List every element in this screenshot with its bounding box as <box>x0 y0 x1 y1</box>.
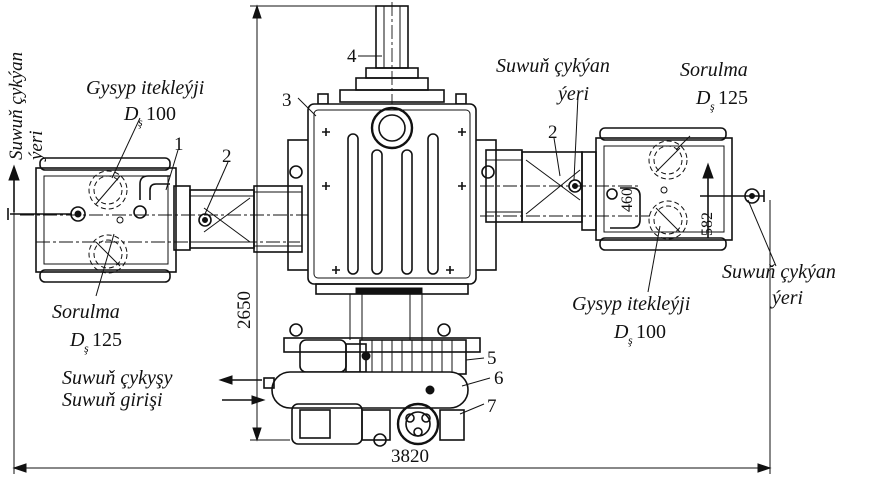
right-coupling <box>480 149 650 231</box>
svg-text:ş: ş <box>84 341 89 355</box>
svg-text:125: 125 <box>92 329 122 351</box>
svg-text:D: D <box>613 321 629 343</box>
callout-7: 7 <box>487 396 497 417</box>
svg-text:100: 100 <box>636 321 666 343</box>
callout-6: 6 <box>494 368 504 389</box>
label-water-outlet-top-line2: ýeri <box>556 83 589 105</box>
label-water-outlet-left-vertical: Suwuň çykýan ýeri <box>6 47 47 162</box>
bottom-unit <box>218 323 481 447</box>
dim-582-text: 582 <box>699 212 716 236</box>
dimension-height: 2650 <box>234 4 405 442</box>
svg-text:125: 125 <box>718 87 748 109</box>
label-water-outlet-right-line2: ýeri <box>770 287 803 309</box>
callout-1: 1 <box>174 134 184 155</box>
callout-numbers: 1 2 2 3 4 5 6 7 <box>174 46 558 417</box>
callout-3: 3 <box>282 90 292 111</box>
label-discharge-right-dia: D ş 100 <box>613 321 666 347</box>
dimension-width: 3820 <box>12 200 772 474</box>
gearbox-bolts <box>322 128 466 274</box>
dim-460-text: 460 <box>619 188 636 212</box>
callout-2-left: 2 <box>222 146 232 167</box>
label-suction-left-name: Sorulma <box>52 301 120 323</box>
motor-fins <box>371 340 453 374</box>
svg-text:D: D <box>123 103 139 125</box>
central-gearbox <box>287 2 497 340</box>
right-pump: 460 582 <box>595 127 765 251</box>
label-water-out: Suwuň çykyşy <box>62 367 173 389</box>
svg-text:D: D <box>69 329 85 351</box>
label-discharge-right-name: Gysyp itekleýji <box>572 293 690 315</box>
label-suction-left-dia: D ş 125 <box>69 329 122 355</box>
label-discharge-left-dia: D ş 100 <box>123 103 176 129</box>
label-water-outlet-top-line1: Suwuň çykýan <box>496 55 610 77</box>
label-suction-right-name: Sorulma <box>680 59 748 81</box>
left-pump <box>7 157 310 283</box>
callout-2-right: 2 <box>548 122 558 143</box>
dim-2650-text: 2650 <box>234 291 255 329</box>
label-discharge-left-name: Gysyp itekleýji <box>86 77 204 99</box>
dim-3820-text: 3820 <box>391 446 429 467</box>
label-suction-right-dia: D ş 125 <box>695 87 748 113</box>
svg-text:100: 100 <box>146 103 176 125</box>
callout-leaders <box>95 55 777 415</box>
callout-4: 4 <box>347 46 357 67</box>
label-water-in: Suwuň girişi <box>62 389 163 411</box>
svg-text:D: D <box>695 87 711 109</box>
svg-text:ş: ş <box>628 333 633 347</box>
svg-text:ş: ş <box>138 115 143 129</box>
svg-text:ş: ş <box>710 99 715 113</box>
callout-5: 5 <box>487 348 497 369</box>
label-water-outlet-right-line1: Suwuň çykýan <box>722 261 836 283</box>
left-coupling <box>173 185 303 253</box>
